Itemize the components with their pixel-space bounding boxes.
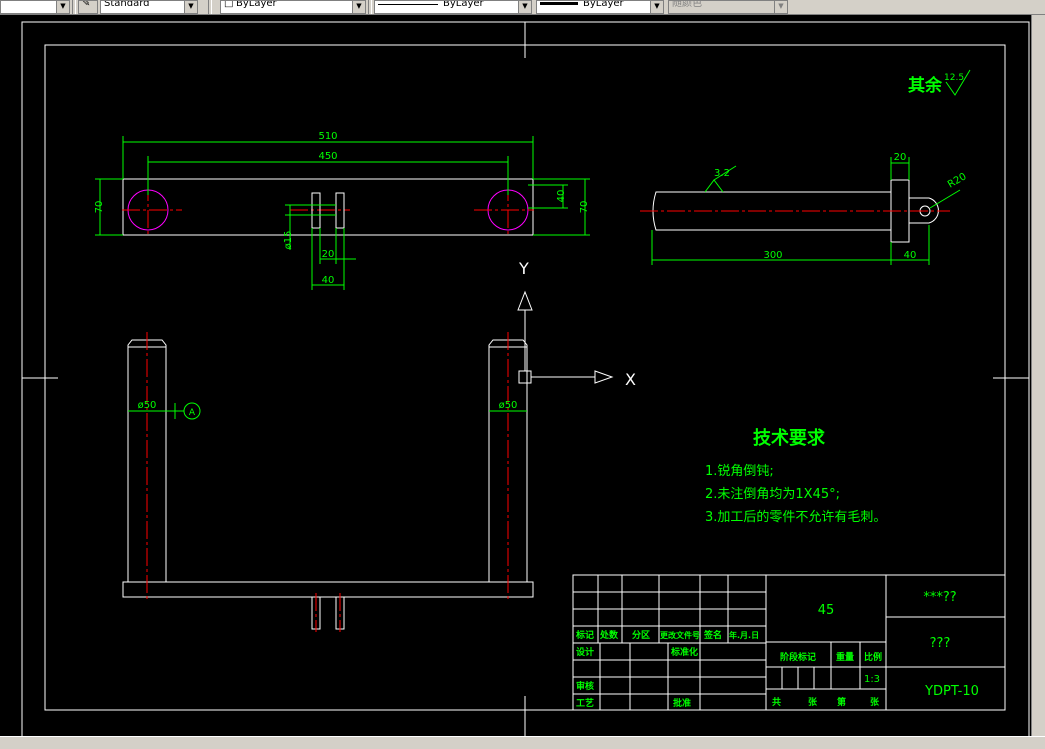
tb-design-label: 设计 [576, 646, 594, 658]
ucs-y-label: Y [518, 259, 529, 278]
dim-r20-leader [929, 189, 961, 209]
roughness-note-label: 其余 [908, 75, 943, 96]
plate-outline [122, 178, 534, 236]
chevron-down-icon[interactable]: ▼ [184, 1, 197, 13]
toolbar-divider [208, 0, 212, 14]
tb-total-label: 共 [772, 696, 781, 708]
linetype-dropdown[interactable]: ByLayer ▼ [374, 0, 532, 14]
chevron-down-icon[interactable]: ▼ [518, 1, 531, 13]
dim-40-right-text: 40 [556, 190, 567, 203]
drawing-frame [21, 21, 1030, 736]
dim-450-text: 450 [318, 151, 337, 162]
tb-stage-mark-label: 阶段标记 [780, 651, 816, 663]
tech-requirements: 技术要求 1.锐角倒钝; 2.未注倒角均为1X45°; 3.加工后的零件不允许有… [705, 427, 886, 525]
tb-sheets-label: 张 [808, 696, 818, 708]
pin-body [652, 191, 892, 231]
tb-material: 45 [818, 603, 835, 618]
tb-header-count: 处数 [599, 629, 619, 641]
linetype-sample [378, 1, 438, 5]
tb-title-top: ***?? [923, 590, 956, 605]
tb-process-label: 工艺 [576, 697, 594, 709]
chevron-down-icon[interactable]: ▼ [56, 1, 69, 13]
roughness-text: 3.2 [714, 168, 730, 179]
lineweight-sample [540, 1, 578, 5]
tb-review-label: 审核 [576, 680, 594, 692]
text-style-icon[interactable]: ✎ [78, 0, 98, 14]
vertical-scrollbar[interactable] [1031, 15, 1045, 736]
ucs-y-arrow-icon [517, 290, 533, 311]
datum-circle [183, 402, 201, 420]
tb-title-mid: ??? [930, 636, 951, 651]
horizontal-scrollbar[interactable] [0, 736, 1045, 749]
lug-right [335, 192, 345, 229]
tech-req-title: 技术要求 [753, 427, 826, 449]
tb-header-zone: 分区 [632, 629, 650, 641]
color-dropdown[interactable]: □ ByLayer ▼ [220, 0, 366, 14]
tb-sheet-no-label: 第 [837, 696, 846, 708]
dim-20-text: 20 [894, 152, 907, 163]
dim-40-text: 40 [904, 250, 917, 261]
tech-req-item: 3.加工后的零件不允许有毛刺。 [705, 509, 886, 525]
tb-sheet-unit-label: 张 [870, 696, 880, 708]
canvas-background [0, 15, 1031, 736]
dim-phi50-left-text: ø50 [138, 400, 157, 411]
tb-scale-label: 比例 [864, 651, 882, 663]
pin-eye [908, 197, 939, 224]
color-swatch-icon: □ [224, 0, 234, 9]
roughness-note-value: 12.5 [944, 73, 964, 83]
tb-header-mark: 标记 [575, 629, 594, 641]
chevron-down-icon[interactable]: ▼ [352, 1, 365, 13]
dim-70-left-text: 70 [94, 201, 105, 214]
base-plate [122, 581, 534, 598]
dim-300-text: 300 [763, 250, 782, 261]
toolbar-divider [72, 0, 76, 14]
tb-standardize-label: 标准化 [670, 646, 698, 658]
roughness-note-symbol [945, 69, 971, 96]
roughness-symbol [704, 165, 737, 193]
dim-510-text: 510 [318, 131, 337, 142]
tb-weight-label: 重量 [836, 651, 854, 663]
dim-phi15-text: ø15 [283, 231, 294, 250]
tech-req-item: 2.未注倒角均为1X45°; [705, 487, 840, 502]
tb-header-date: 年.月.日 [729, 630, 759, 640]
front-view: ø50 ø50 A [122, 332, 534, 632]
ucs-x-arrow-icon [594, 370, 614, 384]
drawing-canvas[interactable]: 510 450 70 70 40 20 40 ø15 [0, 15, 1031, 736]
chevron-down-icon[interactable]: ▼ [774, 1, 787, 13]
roughness-note: 其余 12.5 [908, 69, 971, 96]
dim-70-right-text: 70 [579, 201, 590, 214]
ucs-icon[interactable]: X Y [517, 259, 636, 389]
dim-phi50-right-text: ø50 [499, 400, 518, 411]
toolbar-divider [368, 0, 372, 14]
dim-40-bottom-text: 40 [322, 275, 335, 286]
tech-req-item: 1.锐角倒钝; [705, 464, 774, 479]
layer-dropdown[interactable]: ▼ [0, 0, 70, 14]
chevron-down-icon[interactable]: ▼ [650, 1, 663, 13]
tb-scale-value: 1:3 [864, 674, 880, 685]
tb-header-signature: 签名 [703, 629, 722, 641]
tb-approve-label: 批准 [673, 697, 691, 709]
lug-left [311, 192, 321, 229]
datum-label: A [189, 408, 196, 418]
tb-drawing-no: YDPT-10 [924, 684, 979, 699]
ucs-x-label: X [625, 370, 636, 389]
properties-toolbar: ▼ ✎ Standard ▼ □ ByLayer ▼ ByLayer ▼ ByL… [0, 0, 1045, 15]
lineweight-dropdown[interactable]: ByLayer ▼ [536, 0, 664, 14]
dim-20-text: 20 [322, 249, 335, 260]
title-block: 标记 处数 分区 更改文件号 签名 年.月.日 设计 标准化 审核 工艺 批准 … [572, 574, 1006, 711]
top-view: 510 450 70 70 40 20 40 ø15 [94, 131, 590, 290]
plot-style-dropdown[interactable]: 随颜色 ▼ [668, 0, 788, 14]
text-style-dropdown[interactable]: Standard ▼ [100, 0, 198, 14]
tb-header-doc-no: 更改文件号 [660, 630, 700, 640]
